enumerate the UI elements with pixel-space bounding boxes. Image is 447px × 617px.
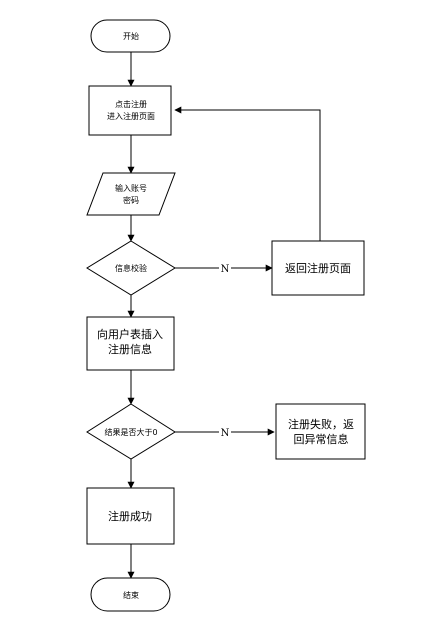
click-register-line-1: 点击注册 <box>115 99 147 109</box>
start-terminator <box>90 19 171 53</box>
insert-info-box <box>86 316 175 371</box>
success-text: 注册成功 <box>108 509 152 523</box>
fail-box <box>275 403 366 460</box>
verify-decision <box>86 240 176 296</box>
arrow-return-to-click <box>174 106 321 241</box>
verify-text: 信息校验 <box>115 263 147 273</box>
end-terminator <box>90 577 171 612</box>
fail-line-2: 回异常信息 <box>294 432 349 446</box>
result-text: 结果是否大于0 <box>104 427 157 437</box>
result-decision <box>86 403 176 460</box>
success-box <box>86 487 175 545</box>
insert-info-line-2: 注册信息 <box>108 342 152 356</box>
input-account-parallelogram <box>86 172 176 216</box>
insert-info-line-1: 向用户表插入 <box>97 327 163 341</box>
start-text: 开始 <box>123 31 139 41</box>
click-register-line-2: 进入注册页面 <box>107 111 155 121</box>
return-register-box <box>271 240 365 296</box>
end-text: 结束 <box>123 590 139 600</box>
return-register-text: 返回注册页面 <box>285 261 351 275</box>
input-account-line-2: 密码 <box>123 195 139 205</box>
click-register-box <box>88 85 172 136</box>
no-label-verify: N <box>221 264 230 275</box>
no-label-result: N <box>221 428 230 439</box>
fail-line-1: 注册失败，返 <box>288 417 354 431</box>
input-account-line-1: 输入账号 <box>115 183 147 193</box>
